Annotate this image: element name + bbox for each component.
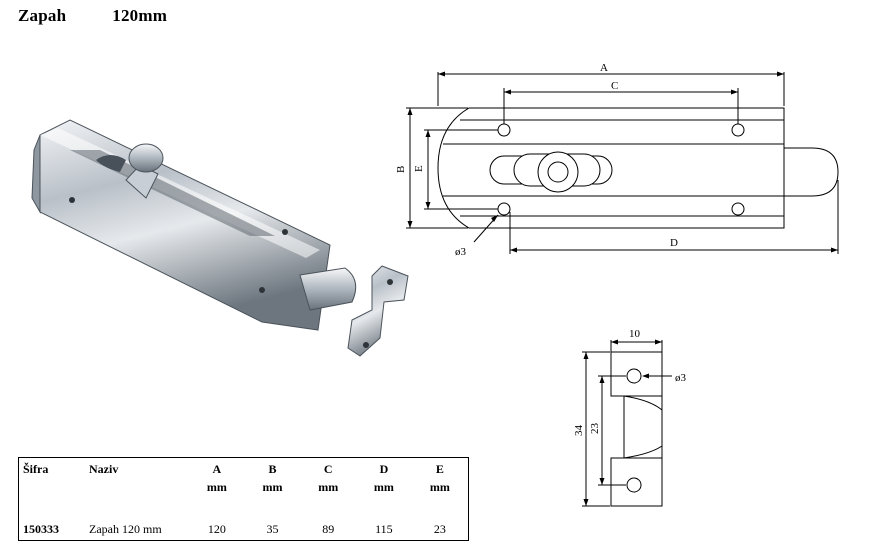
- staple-height-label: 34: [573, 425, 585, 437]
- dim-label-d: D: [670, 237, 678, 249]
- dim-label-hole: ø3: [455, 246, 467, 258]
- cell-b: 35: [266, 522, 279, 536]
- hole-bottom-right: [731, 202, 745, 216]
- bolt-tip: [784, 147, 839, 197]
- table-row: 150333 Zapah 120 mm 120 35 89 115 23: [19, 495, 469, 541]
- bolt-knob: [537, 151, 579, 193]
- staple-hole-top: [626, 368, 642, 384]
- cell-e: 23: [433, 522, 446, 536]
- staple-inner-label: 23: [589, 423, 601, 435]
- staple-hole-bottom: [626, 477, 642, 493]
- dim-label-b: B: [395, 166, 407, 173]
- dim-label-c: C: [611, 80, 618, 92]
- product-size: 120mm: [112, 6, 168, 25]
- bolt-body-outline: [437, 107, 785, 229]
- page-title: Zapah 120mm: [18, 6, 167, 26]
- cell-name: Zapah 120 mm: [89, 522, 162, 536]
- bolt-body-photo: [31, 119, 357, 331]
- staple-outline: [610, 351, 663, 507]
- cell-code: 150333: [23, 522, 59, 536]
- cell-a: 120: [207, 522, 226, 536]
- staple-photo: [347, 265, 409, 357]
- dimension-arrows: [407, 71, 838, 253]
- dim-label-e: E: [413, 165, 425, 172]
- product-name: Zapah: [18, 6, 67, 25]
- staple-dimension-arrows: [583, 339, 662, 506]
- col-header-code: Šifra: [23, 462, 49, 476]
- col-header-name: Naziv: [89, 462, 119, 476]
- dim-label-a: A: [600, 62, 608, 74]
- staple-width-label: 10: [629, 328, 641, 340]
- cell-d: 115: [375, 522, 393, 536]
- staple-hole-label: ø3: [675, 372, 687, 384]
- cell-c: 89: [322, 522, 335, 536]
